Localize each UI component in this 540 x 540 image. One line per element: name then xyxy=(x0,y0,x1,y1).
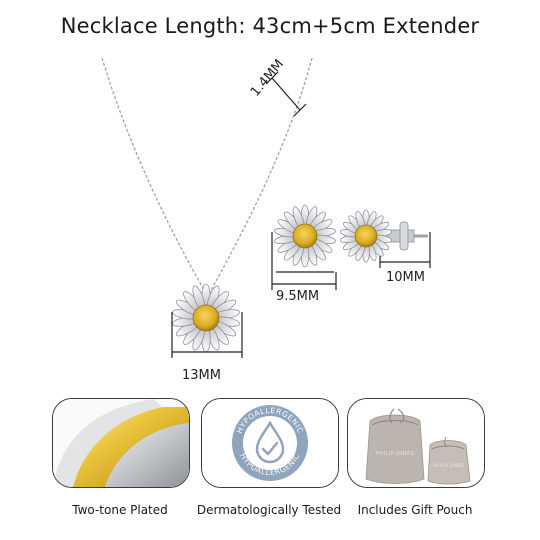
pouch-brand-text: PHILIP JONES xyxy=(376,451,415,457)
caption-two-tone: Two-tone Plated xyxy=(72,503,168,517)
caption-dermatologically-tested: Dermatologically Tested xyxy=(196,503,342,517)
necklace-chain xyxy=(101,57,313,293)
pendant-dimension-label: 13MM xyxy=(182,368,221,383)
stud-large-dimension-label: 10MM xyxy=(386,270,425,285)
feature-card-gift-pouch: PHILIP JONES PHILIP JONES xyxy=(347,398,485,488)
stud-earring-front xyxy=(274,204,336,268)
caption-gift-pouch: Includes Gift Pouch xyxy=(357,503,473,517)
gift-pouch-icon: PHILIP JONES PHILIP JONES xyxy=(348,399,484,487)
svg-text:PHILIP JONES: PHILIP JONES xyxy=(434,463,465,468)
feature-card-hypoallergenic: HYPOALLERGENIC HYPOALLERGENIC xyxy=(201,398,339,488)
stud-earring-side xyxy=(339,209,428,263)
pendant-flower xyxy=(172,283,240,353)
two-tone-plating-icon xyxy=(53,399,189,487)
chain-dimension-line xyxy=(271,77,301,111)
feature-card-two-tone xyxy=(52,398,190,488)
page-title: Necklace Length: 43cm+5cm Extender xyxy=(60,14,480,38)
hypoallergenic-badge-icon: HYPOALLERGENIC HYPOALLERGENIC xyxy=(202,399,338,487)
product-artwork xyxy=(101,57,431,358)
stud-small-dimension-label: 9.5MM xyxy=(276,289,320,304)
